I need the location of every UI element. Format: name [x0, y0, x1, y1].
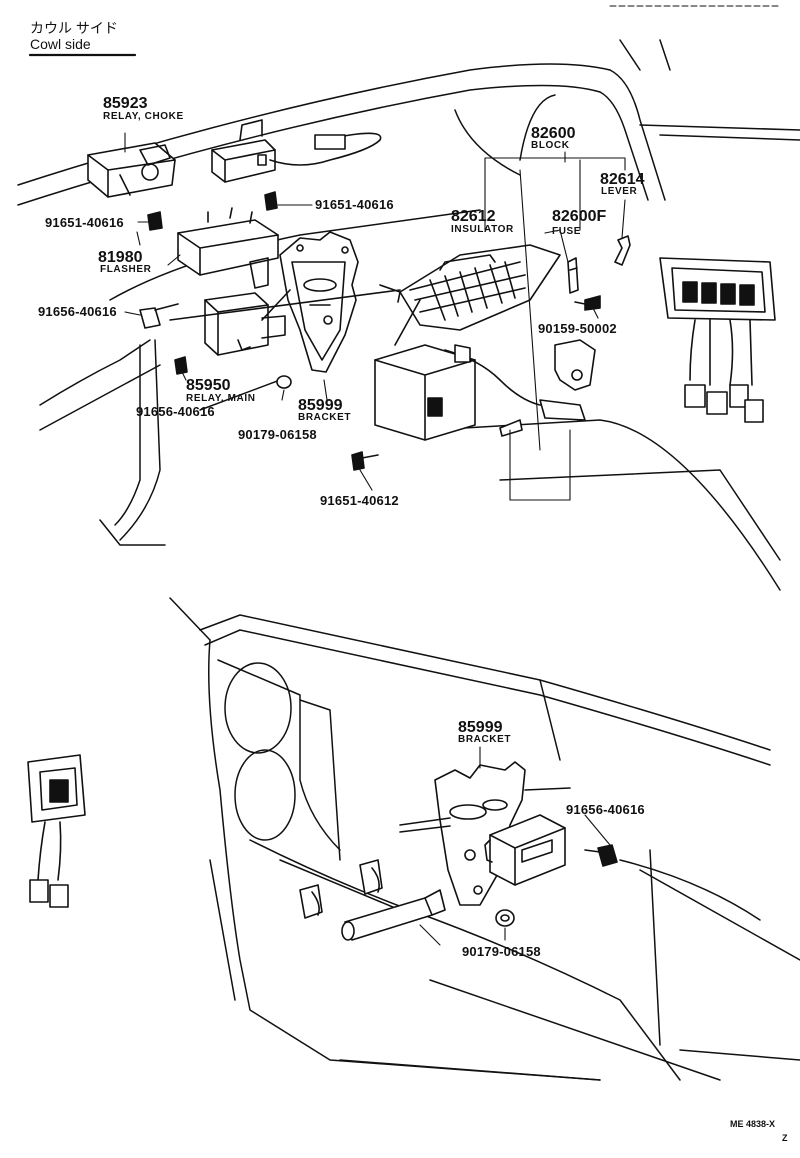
flasher-name: FLASHER [100, 264, 152, 275]
relay-bottom-part [484, 814, 566, 886]
bracket-bottom-part-number: 85999 [458, 719, 503, 736]
footer-sub: Z [782, 1133, 788, 1143]
insulator-name: INSULATOR [451, 224, 514, 235]
lever-part [614, 235, 631, 266]
screw-b-part-number: 91651-40616 [315, 197, 394, 212]
flasher-part-number: 81980 [98, 249, 143, 266]
fuse-name: FUSE [552, 226, 582, 237]
dashboard-outline-bottom [169, 597, 800, 1081]
leader-lines-bottom [419, 746, 611, 946]
fuse-part [567, 257, 579, 294]
switch-assembly-right [659, 257, 776, 423]
bracket-top-name: BRACKET [298, 412, 352, 423]
fasteners-bottom [495, 844, 618, 927]
screw-d-part-number: 91656-40616 [136, 404, 215, 419]
relay-main-name: RELAY, MAIN [186, 393, 256, 404]
switch-assembly-left [27, 754, 86, 908]
bracket-bottom-part [399, 761, 571, 906]
lever-name: LEVER [601, 186, 638, 197]
screw-f-part-number: 91656-40616 [566, 802, 645, 817]
header-title-jp: カウル サイド [30, 20, 118, 36]
block-lower-part [374, 299, 596, 441]
nut-b-part-number: 90179-06158 [462, 944, 541, 959]
relay-main-part [204, 292, 286, 356]
fasteners-top [139, 191, 379, 471]
bracket-top-part-number: 85999 [298, 397, 343, 414]
screw-a-part-number: 91651-40616 [45, 215, 124, 230]
lever-part-number: 82614 [600, 171, 645, 188]
cylinder-and-clips [299, 859, 446, 941]
header-title-en: Cowl side [30, 36, 91, 52]
relay-choke-part [87, 142, 176, 198]
flasher-part [177, 207, 279, 289]
clip-part-number: 90159-50002 [538, 321, 617, 336]
insulator-part-number: 82612 [451, 208, 496, 225]
block-name: BLOCK [531, 140, 570, 151]
screw-c-part-number: 91656-40616 [38, 304, 117, 319]
leader-lines-top [124, 132, 626, 501]
relay-choke-part-number: 85923 [103, 95, 148, 112]
relay-choke-name: RELAY, CHOKE [103, 111, 184, 122]
relay-main-part-number: 85950 [186, 377, 231, 394]
bracket-top-part [169, 231, 401, 373]
nut-a-part-number: 90179-06158 [238, 427, 317, 442]
bracket-bottom-name: BRACKET [458, 734, 512, 745]
fuse-part-number: 82600F [552, 208, 607, 225]
fuse-block-part [399, 244, 561, 331]
relay-upper-part [211, 119, 382, 183]
clip-screw-part [574, 295, 601, 311]
block-part-number: 82600 [531, 125, 576, 142]
screw-e-part-number: 91651-40612 [320, 493, 399, 508]
footer-code: ME 4838-X [730, 1119, 776, 1129]
